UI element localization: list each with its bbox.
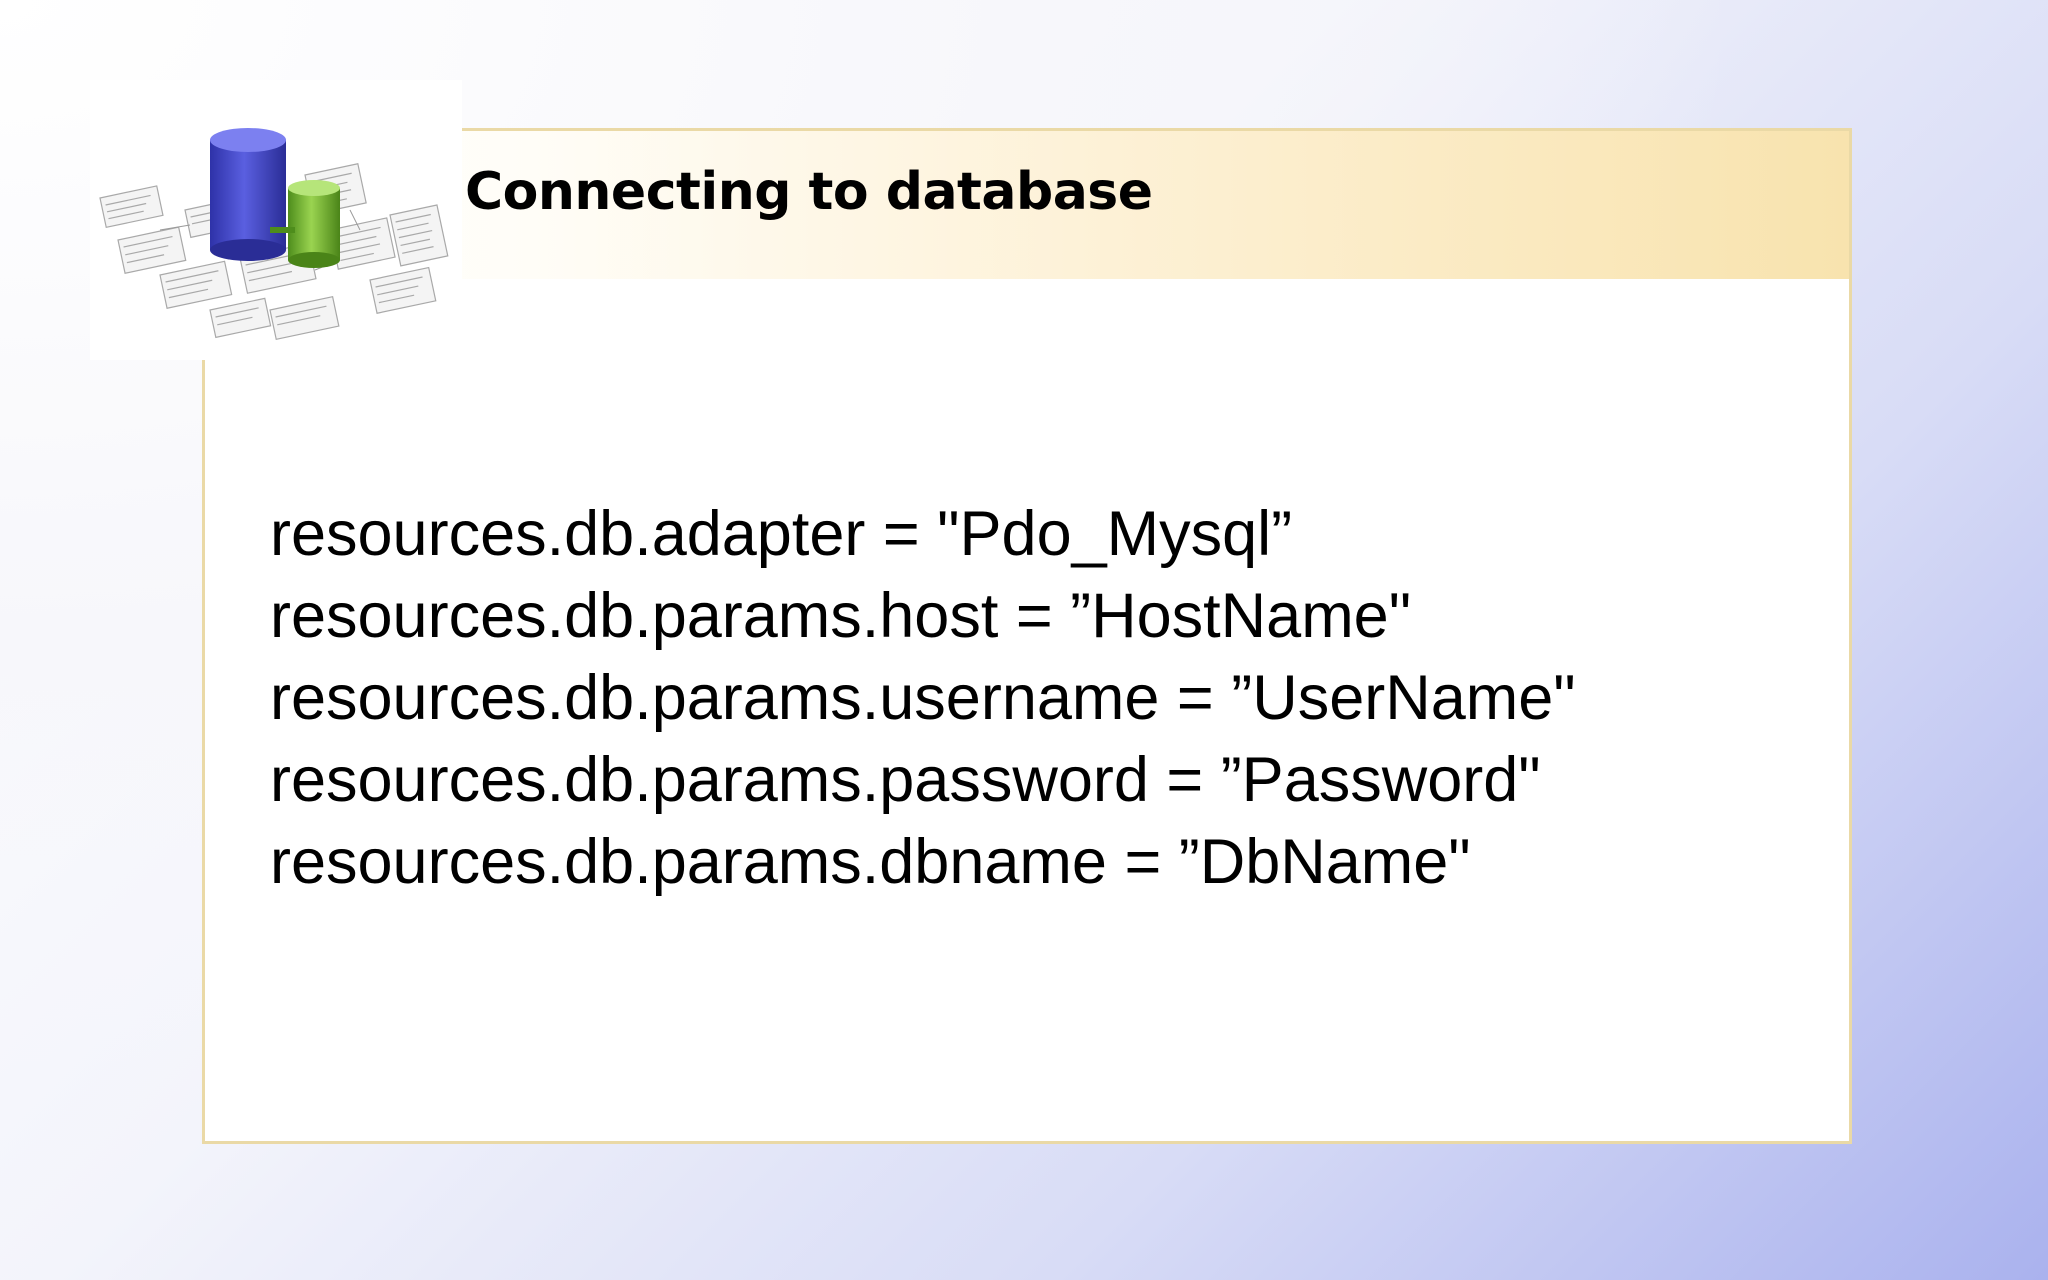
code-line-username: resources.db.params.username = ”UserName… bbox=[270, 663, 1576, 733]
code-block: resources.db.adapter = "Pdo_Mysql” resou… bbox=[270, 493, 1576, 903]
code-line-password: resources.db.params.password = ”Password… bbox=[270, 745, 1541, 815]
slide-frame bbox=[202, 128, 1852, 1144]
code-line-dbname: resources.db.params.dbname = ”DbName" bbox=[270, 827, 1471, 897]
code-line-host: resources.db.params.host = ”HostName" bbox=[270, 581, 1412, 651]
slide-title: Connecting to database bbox=[465, 162, 1153, 222]
title-band bbox=[205, 131, 1849, 279]
database-tables-icon bbox=[90, 80, 462, 360]
code-line-adapter: resources.db.adapter = "Pdo_Mysql” bbox=[270, 499, 1293, 569]
